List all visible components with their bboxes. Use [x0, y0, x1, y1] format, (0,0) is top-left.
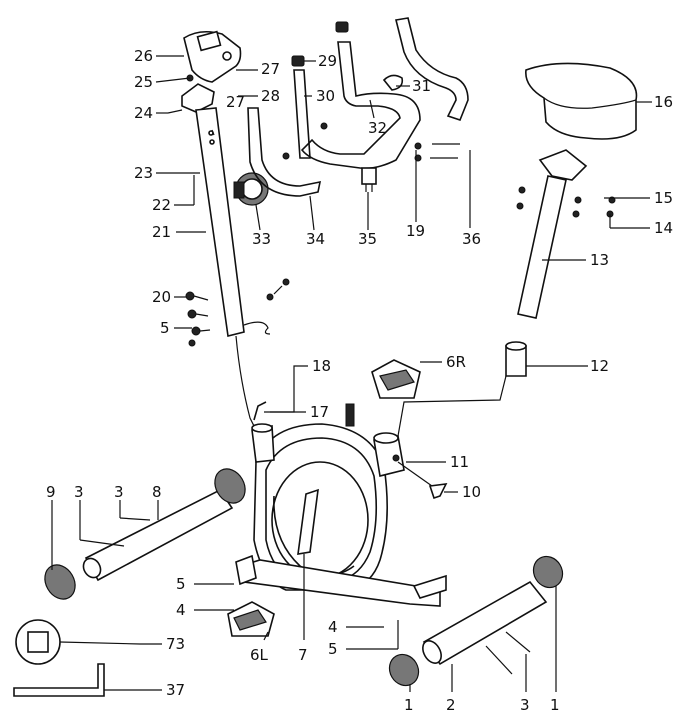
label-5-top: 5 [160, 319, 170, 337]
label-32: 32 [368, 119, 387, 137]
label-35: 35 [358, 230, 377, 248]
console-part [183, 30, 242, 83]
handlebar-bolts [282, 122, 460, 162]
label-24: 24 [134, 104, 153, 122]
pedal-left [227, 601, 275, 637]
wrench-tool [15, 619, 141, 665]
frame-body [235, 423, 447, 607]
label-3-right: 3 [520, 696, 530, 714]
allen-key [13, 663, 105, 697]
label-4-right: 4 [328, 618, 338, 636]
label-30: 30 [316, 87, 335, 105]
part-labels: 26 25 24 27 28 27 29 30 31 32 16 23 22 2… [46, 47, 673, 714]
label-16: 16 [654, 93, 673, 111]
pedal-right [371, 359, 421, 399]
handlebar-right-upper [395, 17, 469, 121]
label-3-left: 3 [74, 483, 84, 501]
label-15: 15 [654, 189, 673, 207]
handlebar-clamp [382, 74, 404, 91]
label-6r: 6R [446, 353, 466, 371]
label-21: 21 [152, 223, 171, 241]
sensor-wire [235, 335, 257, 431]
label-11: 11 [450, 453, 469, 471]
label-7: 7 [298, 646, 308, 664]
handlebar-main [300, 21, 421, 170]
label-23: 23 [134, 164, 153, 182]
console-bracket [167, 74, 215, 114]
handlebar-post [195, 107, 245, 337]
label-1-right: 1 [550, 696, 560, 714]
seat-bushing [505, 341, 527, 377]
label-31: 31 [412, 77, 431, 95]
saddle-bracket [538, 149, 588, 181]
label-36: 36 [462, 230, 481, 248]
label-3-mid: 3 [114, 483, 124, 501]
label-33: 33 [252, 230, 271, 248]
label-20: 20 [152, 288, 171, 306]
front-caps [44, 468, 246, 600]
rear-caps [388, 555, 564, 687]
label-13: 13 [590, 251, 609, 269]
label-1-left: 1 [404, 696, 414, 714]
handlebar-tube [291, 55, 311, 159]
label-34: 34 [306, 230, 325, 248]
label-28: 28 [261, 87, 280, 105]
front-stabilizer [82, 488, 234, 582]
seat-washers [516, 186, 616, 218]
label-14: 14 [654, 219, 673, 237]
sensor-cable [243, 321, 271, 335]
label-2: 2 [446, 696, 456, 714]
label-5-right: 5 [328, 640, 338, 658]
label-27: 27 [261, 60, 280, 78]
saddle [525, 62, 638, 140]
seat-post [517, 175, 567, 319]
label-17: 17 [310, 403, 329, 421]
label-8: 8 [152, 483, 162, 501]
tension-knob [233, 172, 269, 206]
adjust-knob [392, 454, 448, 500]
label-19: 19 [406, 222, 425, 240]
label-73: 73 [166, 635, 185, 653]
label-37: 37 [166, 681, 185, 699]
label-18: 18 [312, 357, 331, 375]
leader-lines [51, 55, 652, 692]
label-9: 9 [46, 483, 56, 501]
label-5-mid: 5 [176, 575, 186, 593]
label-27b: 27 [226, 93, 245, 111]
label-29: 29 [318, 52, 337, 70]
handlebar-left [247, 107, 322, 197]
label-26: 26 [134, 47, 153, 65]
clamp-bolts [361, 167, 377, 192]
label-10: 10 [462, 483, 481, 501]
crank-arm [297, 488, 319, 555]
stabilizer-bolts [79, 517, 151, 547]
label-12: 12 [590, 357, 609, 375]
rear-bolts [485, 631, 531, 675]
label-22: 22 [152, 196, 171, 214]
label-4-mid: 4 [176, 601, 186, 619]
rear-stabilizer [422, 580, 548, 666]
post-screws [185, 278, 290, 347]
tension-cable [253, 401, 355, 427]
label-6l: 6L [250, 646, 269, 664]
label-25: 25 [134, 73, 153, 91]
